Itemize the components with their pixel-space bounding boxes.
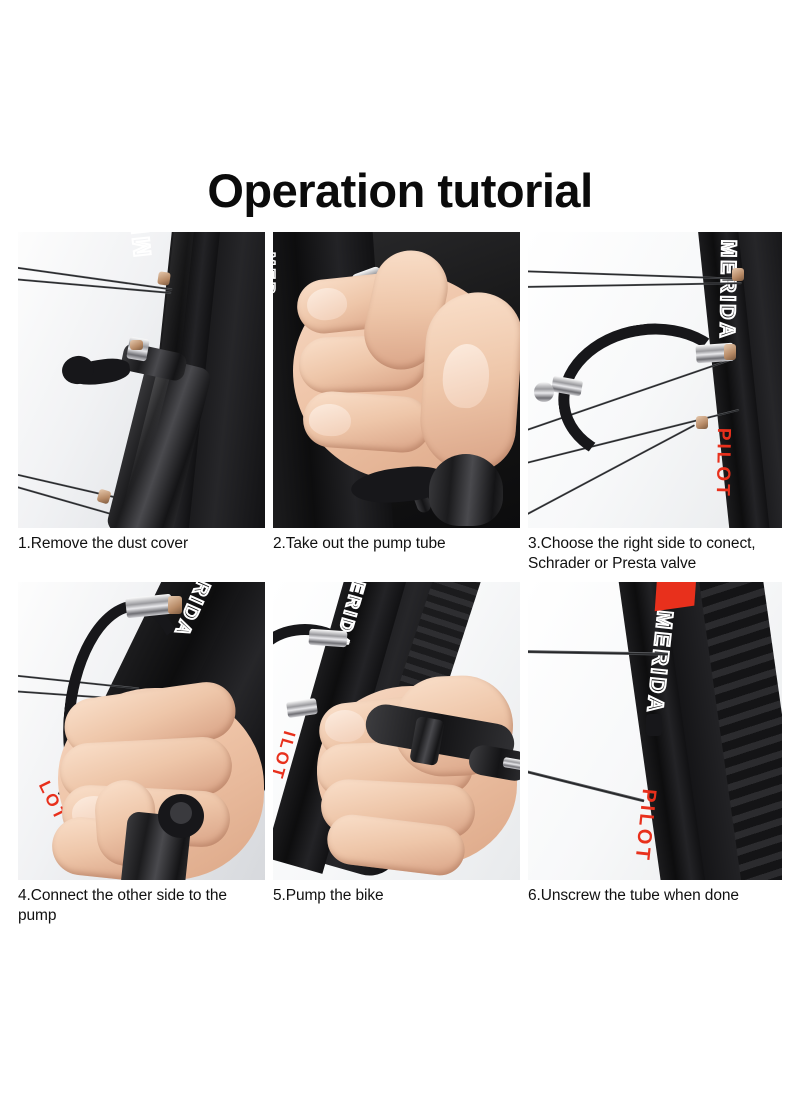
step-caption-5: 5.Pump the bike [273,887,384,904]
step-cell-4: RIDA LOT [18,582,265,934]
step-cell-5: ERIDA ILOT [273,582,520,934]
step-image-4: RIDA LOT [18,582,265,880]
step-caption-3: 3.Choose the right side to conect, Schra… [528,535,756,572]
step-cell-6: MERIDA PILOT 6.Unscrew the tube when don… [528,582,782,934]
step-cell-3: MERIDA PILOT [528,232,782,582]
step-caption-4: 4.Connect the other side to the pump [18,887,227,924]
steps-grid: MERIDA [18,232,782,934]
page-title: Operation tutorial [207,164,593,217]
step-caption-1: 1.Remove the dust cover [18,535,189,552]
step-caption-2: 2.Take out the pump tube [273,535,446,552]
step-image-2: MER [273,232,520,528]
step-image-5: ERIDA ILOT [273,582,520,880]
step-cell-1: MERIDA [18,232,265,582]
step-image-6: MERIDA PILOT [528,582,782,880]
step-caption-6: 6.Unscrew the tube when done [528,887,739,904]
step-cell-2: MER [273,232,520,582]
step-image-3: MERIDA PILOT [528,232,782,528]
step-image-1: MERIDA [18,232,265,528]
